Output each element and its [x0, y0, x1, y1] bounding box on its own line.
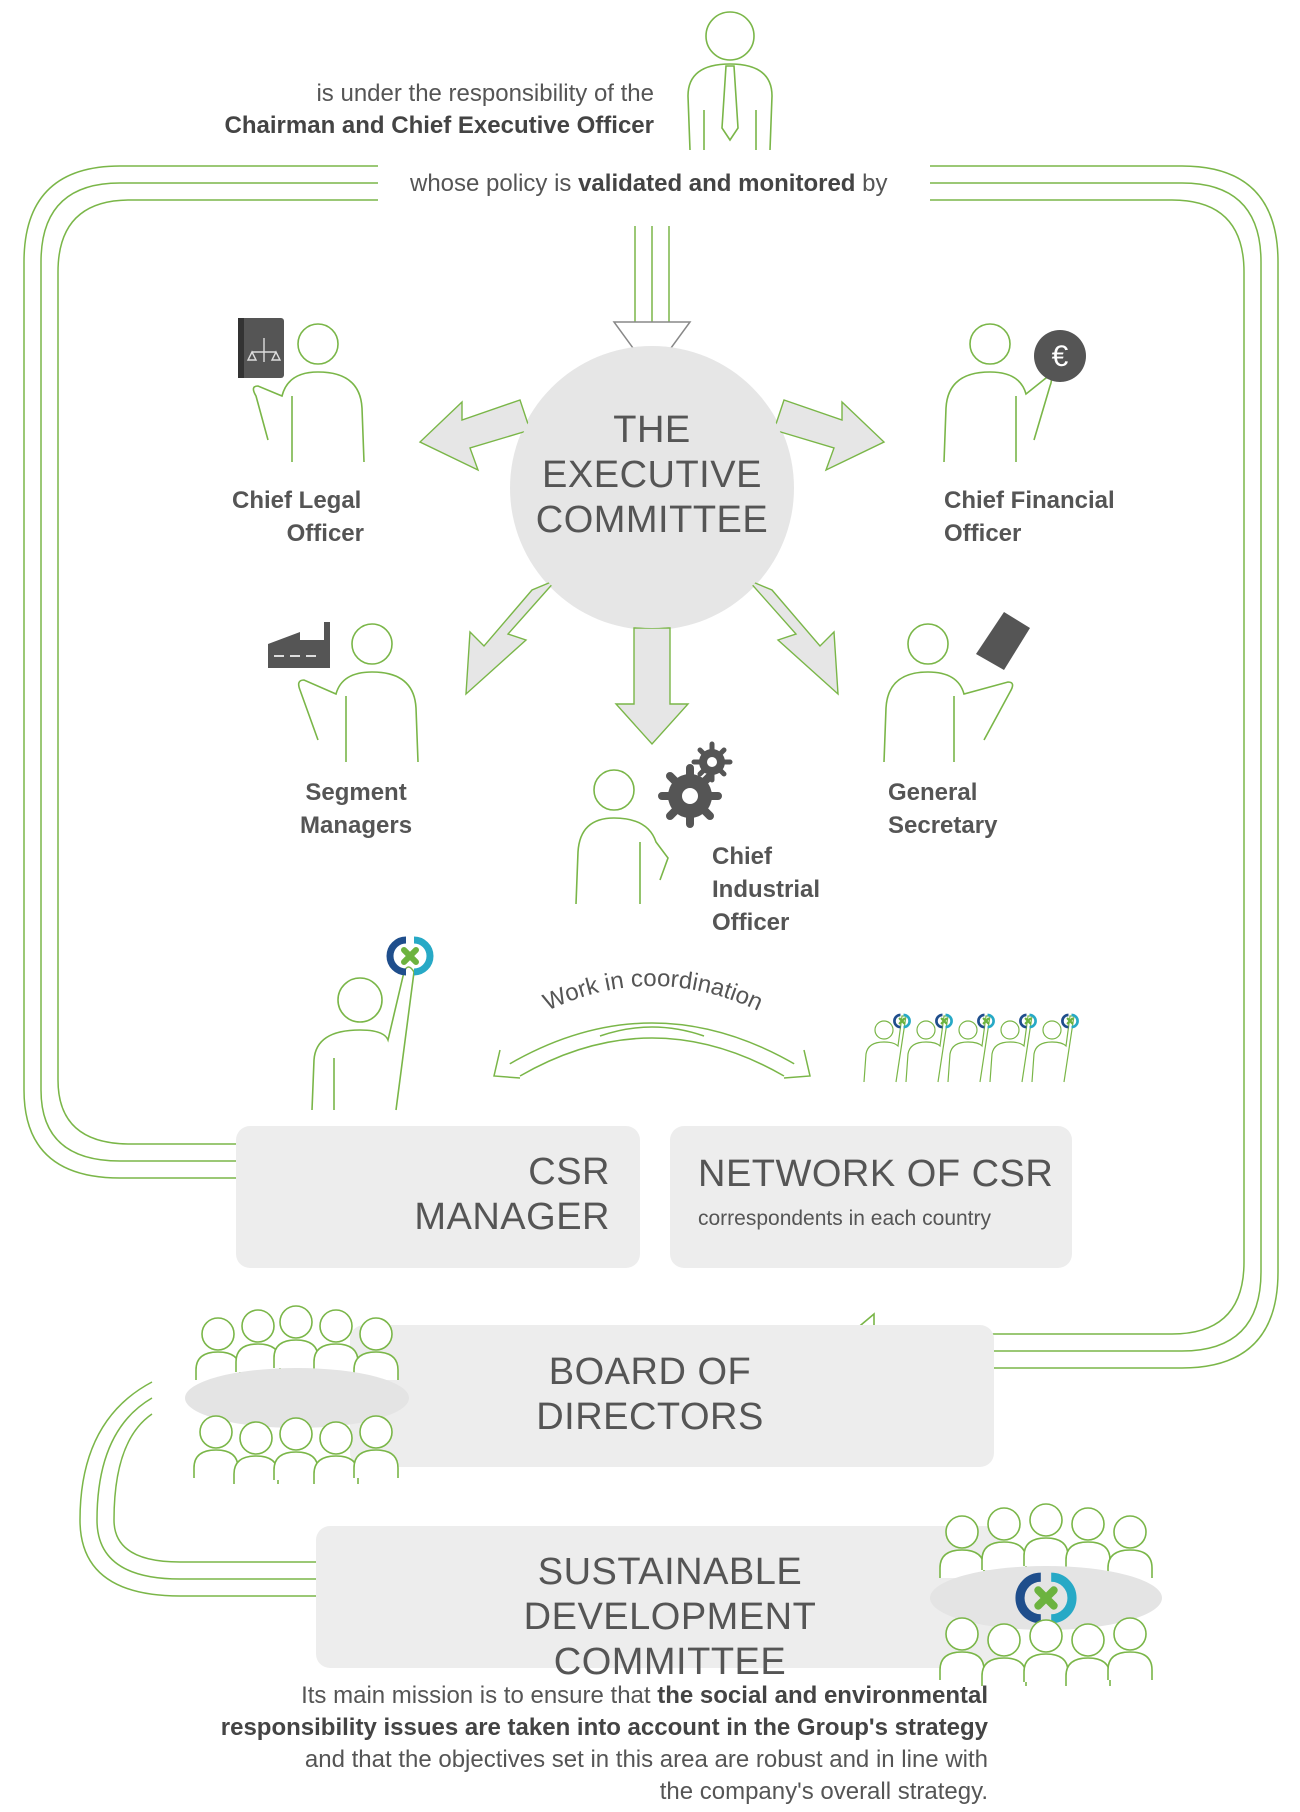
coordination-label: Work in coordination [539, 965, 767, 1016]
committee-meeting-group [930, 1503, 1162, 1687]
mission-line-3: and that the objectives set in this area… [304, 1746, 988, 1773]
mission-text: Its main mission is to ensure that the s… [148, 1680, 988, 1808]
svg-text:€: € [1052, 340, 1069, 373]
mission-part-1: Its main mission is to ensure that [301, 1682, 658, 1709]
csr-network-heading: NETWORK OF CSR [698, 1153, 1054, 1195]
sustainable-line-1: SUSTAINABLE [537, 1551, 803, 1593]
chief-legal-line-1: Chief Legal [232, 487, 362, 514]
chief-industrial-label: Chief Industrial Officer [712, 840, 820, 939]
general-secretary-person [883, 623, 1014, 763]
board-title: BOARD OF DIRECTORS [500, 1350, 800, 1440]
csr-network-subtitle: correspondents in each country [698, 1207, 992, 1230]
board-line-1: BOARD OF [548, 1351, 752, 1393]
board-meeting-group [185, 1305, 409, 1485]
csr-manager-line-2: MANAGER [414, 1196, 610, 1238]
chief-financial-line-2: Officer [944, 520, 1022, 547]
policy-bold: validated and monitored [578, 170, 856, 197]
csr-manager-line-1: CSR [528, 1151, 610, 1193]
sustainable-title: SUSTAINABLE DEVELOPMENT COMMITTEE [410, 1550, 930, 1685]
csr-network-title: NETWORK OF CSR correspondents in each co… [698, 1152, 1053, 1231]
csr-manager-title: CSR MANAGER [380, 1150, 610, 1240]
left-feedback-loop [23, 165, 378, 1179]
gears-icon [658, 741, 733, 828]
csr-correspondents-group [863, 1013, 1079, 1083]
chief-industrial-person [575, 769, 669, 905]
mission-bold-2: responsibility issues are taken into acc… [220, 1714, 988, 1741]
exec-line-2: EXECUTIVE [542, 454, 762, 496]
right-feedback-loop [872, 165, 1279, 1369]
segment-managers-person [297, 623, 419, 763]
csr-manager-person [311, 966, 415, 1111]
board-to-sustainable-loop [79, 1381, 360, 1597]
mission-bold-1: the social and environmental [657, 1682, 988, 1709]
csr-network-box [670, 1126, 1072, 1268]
intro-text: is under the responsibility of the Chair… [134, 78, 654, 142]
policy-text: whose policy is validated and monitored … [410, 168, 887, 200]
sustainable-box [316, 1526, 1000, 1668]
chief-legal-person [252, 323, 365, 463]
document-icon [976, 612, 1030, 670]
general-secretary-label: General Secretary [888, 776, 997, 842]
executive-committee-hub [418, 346, 886, 746]
mission-line-4: the company's overall strategy. [659, 1778, 988, 1805]
intro-line-2: Chairman and Chief Executive Officer [134, 110, 654, 142]
coordination-double-arrow [493, 1022, 811, 1079]
chief-financial-line-1: Chief Financial [944, 487, 1115, 514]
exec-line-3: COMMITTEE [535, 499, 769, 541]
mission-line-1: Its main mission is to ensure that the s… [148, 1680, 988, 1712]
chairman-title: Chairman and Chief Executive Officer [224, 112, 654, 139]
segment-line-1: Segment [305, 779, 407, 806]
chief-financial-label: Chief Financial Officer [944, 484, 1115, 550]
chief-legal-label: Chief Legal Officer [180, 484, 364, 550]
industrial-line-1: Chief [712, 843, 772, 870]
law-book-icon [238, 318, 284, 378]
intro-line-1: is under the responsibility of the [316, 80, 654, 107]
exec-line-1: THE [613, 409, 691, 451]
board-box [350, 1325, 994, 1467]
executive-committee-title: THE EXECUTIVE COMMITTEE [512, 408, 792, 543]
secretary-line-1: General [888, 779, 978, 806]
chief-financial-person [943, 323, 1053, 463]
chief-legal-line-2: Officer [286, 520, 364, 547]
industrial-line-3: Officer [712, 909, 790, 936]
sustainable-line-2: DEVELOPMENT COMMITTEE [523, 1596, 817, 1683]
industrial-line-2: Industrial [712, 876, 821, 903]
secretary-line-2: Secretary [888, 812, 998, 839]
board-line-2: DIRECTORS [536, 1396, 764, 1438]
policy-prefix: whose policy is [410, 170, 579, 197]
factory-icon [268, 622, 330, 668]
standing-person-tie-icon [687, 11, 773, 151]
mission-line-2: responsibility issues are taken into acc… [148, 1712, 988, 1744]
segment-line-2: Managers [300, 812, 413, 839]
csr-manager-box [236, 1126, 640, 1268]
euro-coin-icon: € [1034, 330, 1086, 382]
policy-suffix: by [855, 170, 888, 197]
segment-managers-label: Segment Managers [300, 776, 412, 842]
